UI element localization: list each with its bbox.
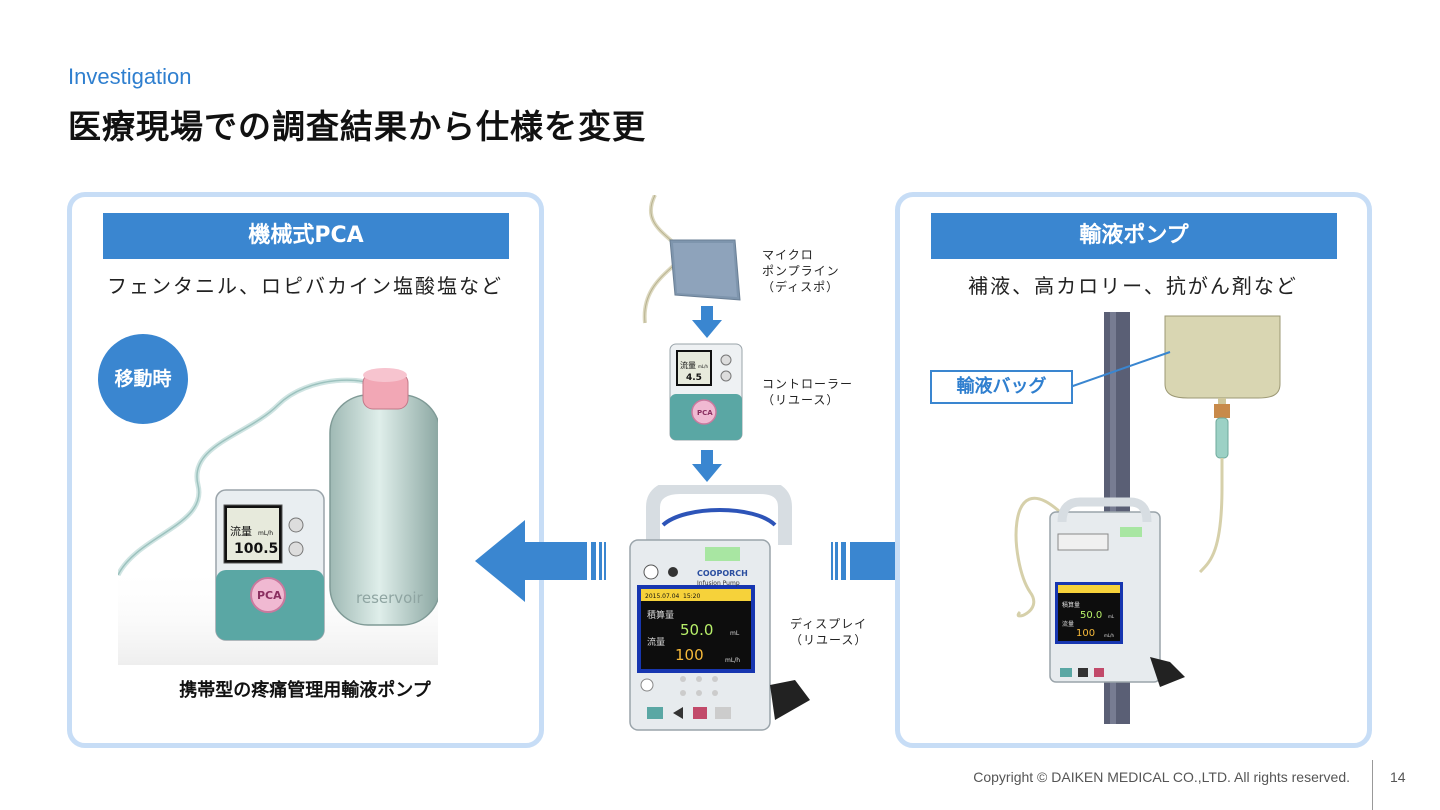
controller-label: コントローラー （リユース） bbox=[762, 376, 853, 408]
brand-label: COOPORCH bbox=[697, 569, 748, 578]
infusion-bag-callout: 輸液バッグ bbox=[930, 370, 1073, 404]
controller-label-2: （リユース） bbox=[762, 393, 840, 407]
right-screen-row2-label: 流量 bbox=[1062, 620, 1074, 628]
reservoir-label: reservoir bbox=[356, 589, 423, 607]
controller-screen-value: 4.5 bbox=[686, 373, 702, 383]
mobile-badge: 移動時 bbox=[98, 334, 188, 424]
display-label-1: ディスプレイ bbox=[790, 617, 868, 631]
right-screen-row2-unit: mL/h bbox=[1104, 633, 1114, 638]
page-number: 14 bbox=[1390, 769, 1406, 785]
right-panel-subtitle: 補液、高カロリー、抗がん剤など bbox=[968, 274, 1298, 298]
screen-row1-unit: mL bbox=[730, 630, 740, 637]
copyright: Copyright © DAIKEN MEDICAL CO.,LTD. All … bbox=[973, 769, 1350, 785]
screen-row2-label: 流量 bbox=[647, 636, 665, 648]
screen-row2-unit: mL/h bbox=[725, 657, 740, 664]
display-label-2: （リユース） bbox=[790, 633, 868, 647]
screen-row1-label: 積算量 bbox=[647, 609, 674, 621]
controller-illustration: 流量 mL/h 4.5 PCA bbox=[669, 343, 743, 441]
pump-line-label-1: マイクロ bbox=[762, 248, 814, 262]
pca-screen-line1: 流量 bbox=[230, 524, 252, 538]
micro-pump-line-illustration bbox=[642, 195, 741, 324]
controller-label-1: コントローラー bbox=[762, 377, 854, 391]
infusion-pump-illustration: 積算量 50.0 mL 流量 100 mL/h bbox=[1014, 312, 1281, 724]
left-device-caption: 携帯型の疼痛管理用輸液ポンプ bbox=[179, 680, 431, 701]
controller-screen-line1: 流量 bbox=[680, 360, 696, 370]
controller-button-label: PCA bbox=[697, 409, 713, 417]
left-panel-title: 機械式PCA bbox=[103, 213, 509, 259]
pca-button-label: PCA bbox=[257, 589, 282, 602]
right-screen-row1-value: 50.0 bbox=[1080, 610, 1102, 621]
display-label: ディスプレイ （リユース） bbox=[790, 616, 867, 648]
controller-screen-unit: mL/h bbox=[698, 364, 708, 369]
footer-divider bbox=[1372, 760, 1373, 810]
left-arrow-icon bbox=[475, 520, 606, 602]
page-title: 医療現場での調査結果から仕様を変更 bbox=[68, 107, 646, 146]
screen-time: 15:20 bbox=[683, 593, 700, 600]
right-screen-row2-value: 100 bbox=[1076, 628, 1095, 639]
screen-product: Infusion Pump bbox=[697, 580, 740, 587]
pca-screen-value: 100.5 bbox=[234, 541, 278, 557]
pca-screen-unit: mL/h bbox=[258, 530, 273, 537]
section-label: Investigation bbox=[68, 64, 192, 89]
screen-row1-value: 50.0 bbox=[680, 621, 713, 639]
screen-row2-value: 100 bbox=[675, 646, 704, 664]
down-arrow-icon bbox=[692, 306, 722, 338]
left-panel-subtitle: フェンタニル、ロピバカイン塩酸塩など bbox=[107, 274, 503, 298]
pca-pump-illustration: reservoir 流量 mL/h 100.5 PCA bbox=[118, 368, 438, 665]
pump-line-label: マイクロ ポンプライン （ディスポ） bbox=[762, 247, 840, 295]
display-unit-illustration: COOPORCH 2015.07.04 15:20 Infusion Pump … bbox=[629, 485, 810, 731]
screen-date: 2015.07.04 bbox=[645, 593, 680, 600]
pump-line-label-2: ポンプライン bbox=[762, 264, 840, 278]
right-screen-row1-label: 積算量 bbox=[1062, 601, 1080, 609]
right-screen-row1-unit: mL bbox=[1108, 614, 1115, 619]
down-arrow-icon bbox=[692, 450, 722, 482]
right-panel-title: 輸液ポンプ bbox=[931, 213, 1337, 259]
pump-line-label-3: （ディスポ） bbox=[762, 280, 840, 294]
